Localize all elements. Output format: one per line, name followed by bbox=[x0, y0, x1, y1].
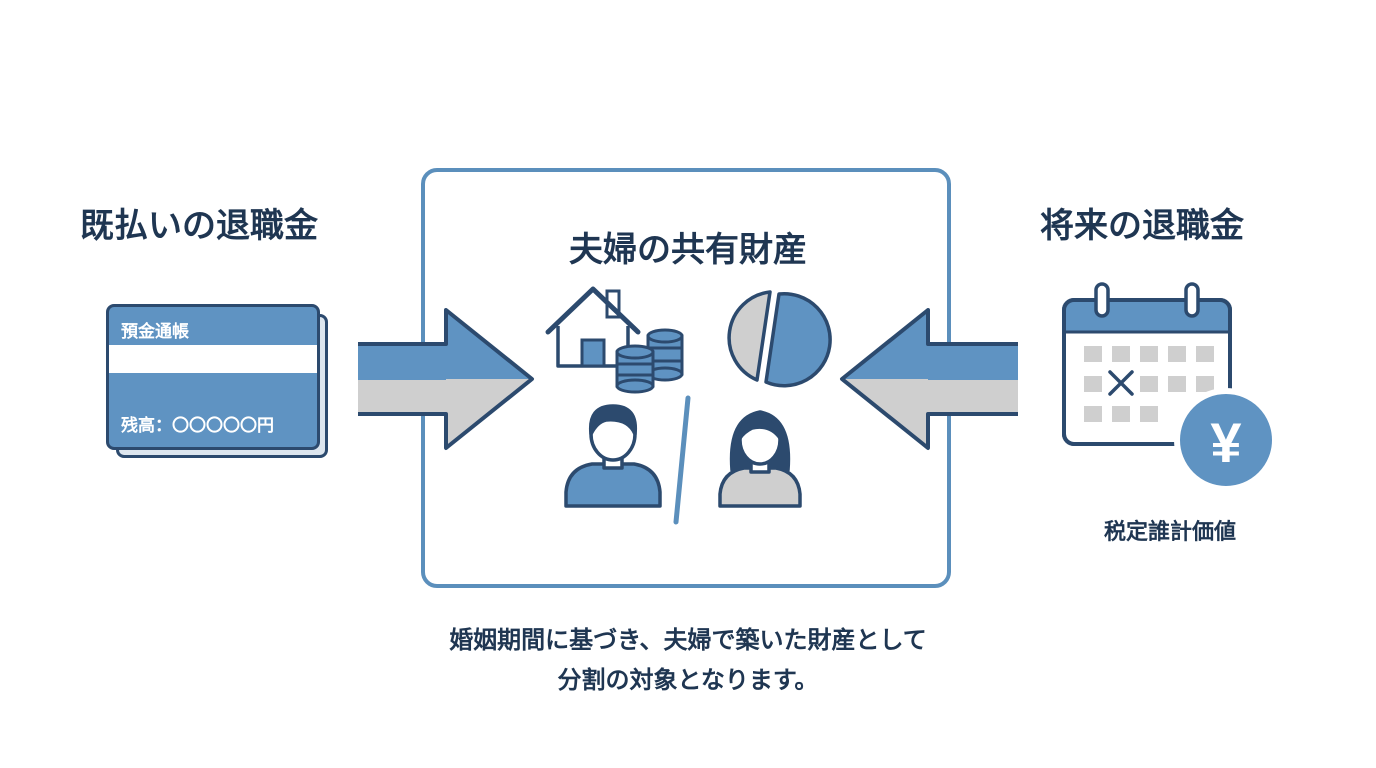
passbook-balance: 残高：〇〇〇〇〇円 bbox=[121, 416, 274, 436]
x-mark-icon bbox=[1108, 370, 1134, 396]
caption-line-2: 分割の対象となります。 bbox=[557, 666, 819, 694]
man-icon bbox=[564, 404, 662, 508]
left-arrow-icon bbox=[358, 308, 534, 450]
right-arrow-icon bbox=[840, 308, 1018, 450]
center-title: 夫婦の共有財産 bbox=[569, 230, 807, 270]
yen-symbol: ¥ bbox=[1210, 411, 1241, 474]
divider-slash bbox=[673, 395, 691, 525]
coins-icon bbox=[615, 328, 684, 394]
passbook-label: 預金通帳 bbox=[121, 322, 189, 342]
passbook-stripe bbox=[109, 345, 317, 373]
present-value-label: 税定誰計価値 bbox=[1103, 520, 1236, 545]
caption-line-1: 婚姻期間に基づき、夫婦で築いた財産として bbox=[449, 626, 927, 654]
yen-coin-icon: ¥ bbox=[1174, 388, 1278, 492]
left-title: 既払いの退職金 bbox=[80, 206, 318, 246]
pie-chart-icon bbox=[727, 290, 832, 388]
woman-icon bbox=[718, 410, 802, 508]
caption: 婚姻期間に基づき、夫婦で築いた財産として 分割の対象となります。 bbox=[300, 620, 1076, 700]
right-title: 将来の退職金 bbox=[1040, 206, 1244, 246]
calendar-icon bbox=[1062, 282, 1232, 446]
passbook-icon: 預金通帳 残高：〇〇〇〇〇円 bbox=[106, 304, 320, 450]
